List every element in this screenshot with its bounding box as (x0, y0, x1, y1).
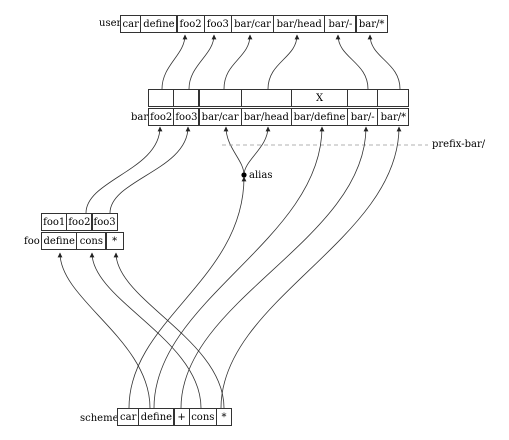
user-row: car define foo2 foo3 bar/car bar/head ba… (120, 15, 388, 33)
bar-top-blank-3 (198, 89, 242, 107)
arrow-scheme-star-to-bar-star (220, 126, 402, 409)
arrow-scheme-define-to-bar-define (153, 126, 325, 409)
foo-cell-star: * (105, 232, 124, 250)
bar-top-row: X (148, 89, 410, 107)
arrow-bar-foo2-to-user (161, 34, 188, 90)
arrow-bar-minus-to-user (335, 34, 369, 90)
arrow-bar-car-to-user (223, 34, 253, 90)
foo-row: define cons * (41, 232, 124, 250)
foo-top-foo3: foo3 (91, 213, 118, 231)
module-label-bar: bar (131, 112, 149, 123)
bar-top-blank-2 (173, 89, 200, 107)
bar-cell-bar-car: bar/car (198, 108, 242, 126)
scheme-row: car define + cons * (117, 408, 233, 426)
user-cell-foo3: foo3 (203, 15, 232, 33)
module-label-scheme: scheme (80, 413, 119, 424)
arrow-scheme-car-to-alias (128, 176, 247, 409)
user-cell-foo2: foo2 (176, 15, 205, 33)
foo-top-foo1: foo1 (41, 213, 68, 231)
scheme-cell-plus: + (173, 408, 190, 426)
bar-row: foo2 foo3 bar/car bar/head bar/define ba… (148, 108, 410, 126)
user-cell-bar-minus: bar/- (324, 15, 357, 33)
user-cell-car: car (120, 15, 142, 33)
user-cell-define: define (140, 15, 178, 33)
arrow-scheme-plus-to-bar-minus (180, 126, 369, 409)
arrow-scheme-star-to-foo-star (113, 252, 225, 409)
prefix-annotation: prefix-bar/ (432, 139, 486, 150)
bar-cell-bar-minus: bar/- (347, 108, 379, 126)
bar-top-blank-5 (347, 89, 379, 107)
bar-top-blank-6 (377, 89, 410, 107)
foo-cell-cons: cons (76, 232, 107, 250)
foo-top-foo2: foo2 (66, 213, 93, 231)
bar-cell-foo3: foo3 (173, 108, 200, 126)
scheme-cell-car: car (117, 408, 140, 426)
scheme-cell-star: * (216, 408, 233, 426)
alias-branch-head (243, 126, 271, 176)
scheme-cell-define: define (138, 408, 175, 426)
user-cell-bar-star: bar/* (355, 15, 388, 33)
bar-top-blank-4 (240, 89, 292, 107)
arrow-bar-foo3-to-user (188, 34, 217, 90)
user-cell-bar-head: bar/head (273, 15, 326, 33)
alias-dot (241, 172, 247, 178)
bar-cell-bar-define: bar/define (291, 108, 349, 126)
module-label-user: user (99, 18, 122, 29)
alias-annotation: alias (249, 170, 273, 181)
module-label-foo: foo (24, 236, 40, 247)
foo-cell-define: define (41, 232, 78, 250)
bar-cell-bar-head: bar/head (240, 108, 292, 126)
bar-top-blank-1 (148, 89, 175, 107)
foo-top-row: foo1 foo2 foo3 (41, 213, 118, 231)
scheme-cell-cons: cons (188, 408, 217, 426)
arrow-scheme-define-to-foo-define (57, 252, 151, 409)
arrow-bar-head-to-user (267, 34, 300, 90)
arrow-foo2-to-bar (85, 126, 163, 214)
bar-cell-bar-star: bar/* (377, 108, 410, 126)
user-cell-bar-car: bar/car (231, 15, 275, 33)
bar-top-x: X (291, 89, 349, 107)
arrow-bar-star-to-user (367, 34, 401, 90)
alias-branch-car (223, 126, 245, 176)
arrow-scheme-cons-to-foo-cons (89, 252, 202, 409)
arrow-foo3-to-bar (109, 126, 191, 214)
bar-cell-foo2: foo2 (148, 108, 175, 126)
